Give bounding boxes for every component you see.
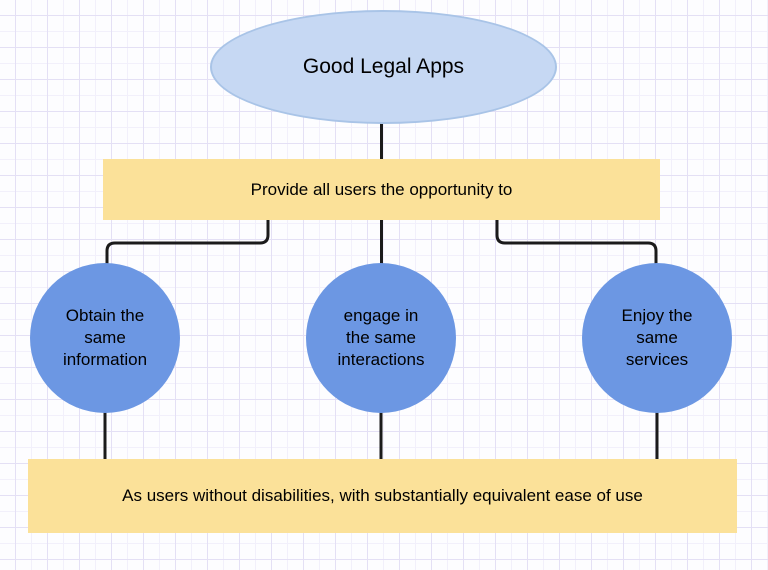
circle-label-enjoy-services: Enjoy the same services: [621, 306, 693, 369]
top-bar-node: Provide all users the opportunity to: [103, 159, 660, 220]
bottom-bar-node: As users without disabilities, with subs…: [28, 459, 737, 533]
circle-label-engage-interactions: engage in the same interactions: [337, 306, 425, 369]
circle-node-obtain-information: Obtain the same information: [30, 263, 180, 413]
connector-topbar-to-right-circle: [495, 218, 658, 272]
title-ellipse-label: Good Legal Apps: [302, 55, 465, 78]
circle-node-enjoy-services: Enjoy the same services: [582, 263, 732, 413]
connector-topbar-to-left-circle: [105, 218, 270, 272]
circle-label-obtain-information: Obtain the same information: [62, 306, 148, 369]
title-ellipse-node: Good Legal Apps: [210, 10, 557, 124]
bottom-bar-label: As users without disabilities, with subs…: [122, 486, 643, 505]
circle-node-engage-interactions: engage in the same interactions: [306, 263, 456, 413]
top-bar-label: Provide all users the opportunity to: [250, 179, 513, 199]
